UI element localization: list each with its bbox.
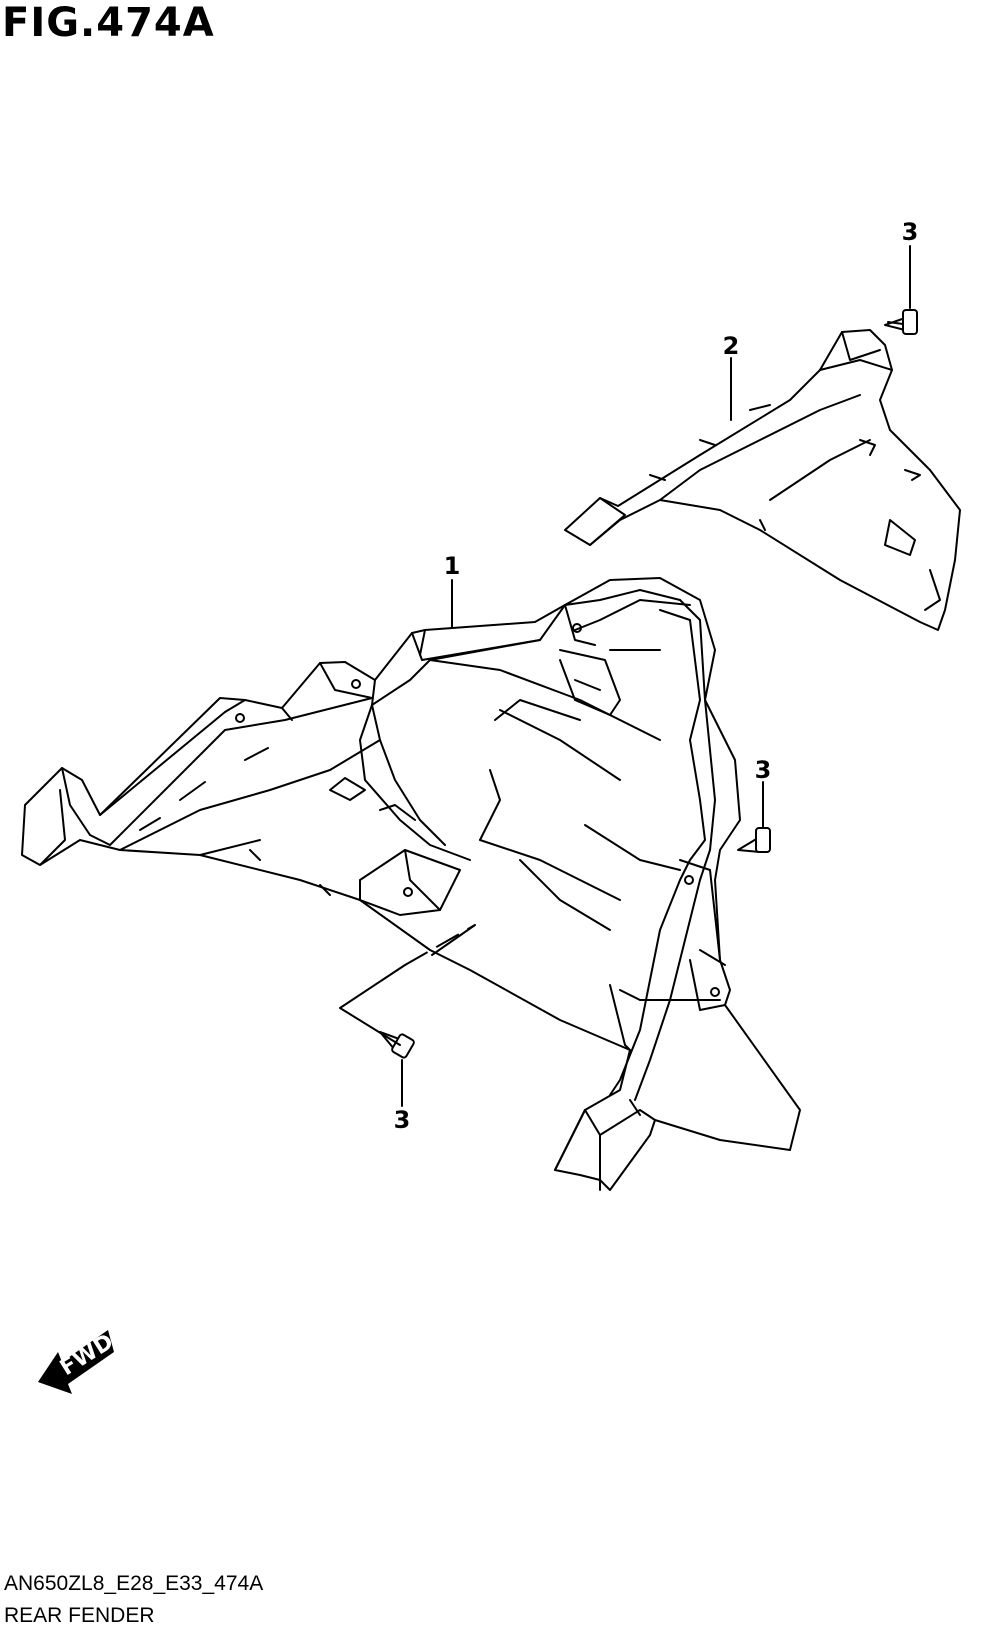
part-2-fender-extension <box>564 329 961 631</box>
model-code: AN650ZL8_E28_E33_474A <box>4 1572 264 1595</box>
callout-part-3-upper: 3 <box>902 218 919 246</box>
callout-part-3-right: 3 <box>755 756 772 784</box>
callout-part-2: 2 <box>723 332 740 360</box>
leader-lines <box>339 245 911 1107</box>
callout-part-3-lower: 3 <box>394 1106 411 1134</box>
figure-title: FIG.474A <box>2 0 215 46</box>
screw-right <box>737 827 771 853</box>
part-1-rear-fender <box>21 577 801 1191</box>
callout-part-1: 1 <box>444 552 461 580</box>
screw-upper <box>884 309 918 335</box>
part-name: REAR FENDER <box>4 1604 155 1627</box>
fwd-direction-arrow: FWD <box>38 1329 118 1394</box>
fwd-label: FWD <box>56 1329 118 1381</box>
